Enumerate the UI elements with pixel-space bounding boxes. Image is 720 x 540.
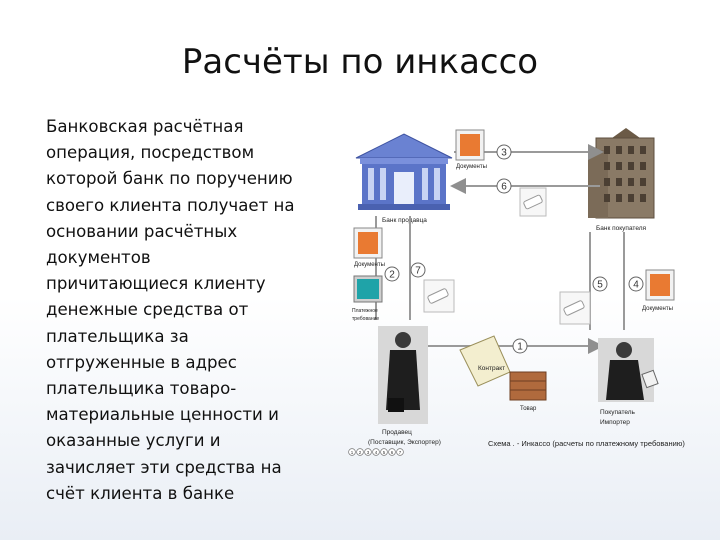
- legend-number-6: 6: [388, 448, 396, 456]
- goods-label: Товар: [520, 406, 537, 412]
- legend-number-1: 1: [348, 448, 356, 456]
- legend-number-5: 5: [380, 448, 388, 456]
- svg-text:1: 1: [351, 450, 354, 455]
- svg-text:3: 3: [367, 450, 370, 455]
- step-marker-6: 6: [496, 178, 512, 194]
- svg-text:5: 5: [383, 450, 386, 455]
- buyer-label-1: Покупатель: [600, 409, 636, 416]
- buyer-person-icon: [598, 338, 659, 402]
- legend-number-3: 3: [364, 448, 372, 456]
- step-marker-5: 5: [592, 276, 608, 292]
- seller-bank-label: Банк продавца: [382, 217, 427, 224]
- document-icon-top: [455, 129, 485, 161]
- money-icon-right: [559, 291, 591, 325]
- svg-text:7: 7: [415, 266, 421, 277]
- svg-text:4: 4: [633, 280, 639, 291]
- legend-number-4: 4: [372, 448, 380, 456]
- payment-request-icon: [353, 275, 383, 303]
- step-markers: 1 2 3 4 5 6 7: [384, 144, 644, 354]
- buyer-bank-label: Банк покупателя: [596, 225, 647, 232]
- step-marker-3: 3: [496, 144, 512, 160]
- seller-person-icon: [378, 326, 428, 424]
- svg-text:4: 4: [375, 450, 378, 455]
- svg-text:5: 5: [597, 280, 603, 291]
- documents-label-right: Документы: [642, 306, 673, 312]
- buyer-label-2: Импортер: [600, 419, 630, 426]
- contract-label: Контракт: [478, 365, 505, 372]
- goods-icon: [509, 371, 547, 401]
- seller-bank-icon: [355, 133, 453, 210]
- seller-label-2: (Поставщик, Экспортер): [368, 439, 441, 446]
- documents-label-top: Документы: [456, 164, 487, 170]
- step-marker-2: 2: [384, 266, 400, 282]
- svg-text:2: 2: [359, 450, 362, 455]
- svg-text:7: 7: [399, 450, 402, 455]
- payment-request-label-2: требование: [352, 316, 379, 322]
- step-marker-4: 4: [628, 276, 644, 292]
- payment-request-label-1: Платежное: [352, 308, 378, 314]
- slide-title: Расчёты по инкассо: [181, 42, 539, 82]
- documents-label-left: Документы: [354, 262, 385, 268]
- money-icon-top: [519, 187, 547, 217]
- contract-icon: [459, 335, 511, 387]
- money-icon-left: [423, 279, 455, 313]
- legend-number-2: 2: [356, 448, 364, 456]
- document-icon-right: [645, 269, 675, 301]
- definition-text: Банковская расчётная операция, посредств…: [46, 117, 295, 503]
- diagram-caption: Схема . - Инкассо (расчеты по платежному…: [488, 439, 685, 448]
- svg-text:6: 6: [391, 450, 394, 455]
- document-icon-left: [353, 227, 383, 259]
- svg-text:1: 1: [517, 342, 523, 353]
- svg-text:6: 6: [501, 182, 507, 193]
- step-marker-1: 1: [512, 338, 528, 354]
- svg-text:2: 2: [389, 270, 395, 281]
- step-marker-7: 7: [410, 262, 426, 278]
- buyer-bank-icon: [588, 128, 655, 219]
- legend-number-7: 7: [396, 448, 404, 456]
- seller-label-1: Продавец: [382, 429, 412, 436]
- svg-text:3: 3: [501, 148, 507, 159]
